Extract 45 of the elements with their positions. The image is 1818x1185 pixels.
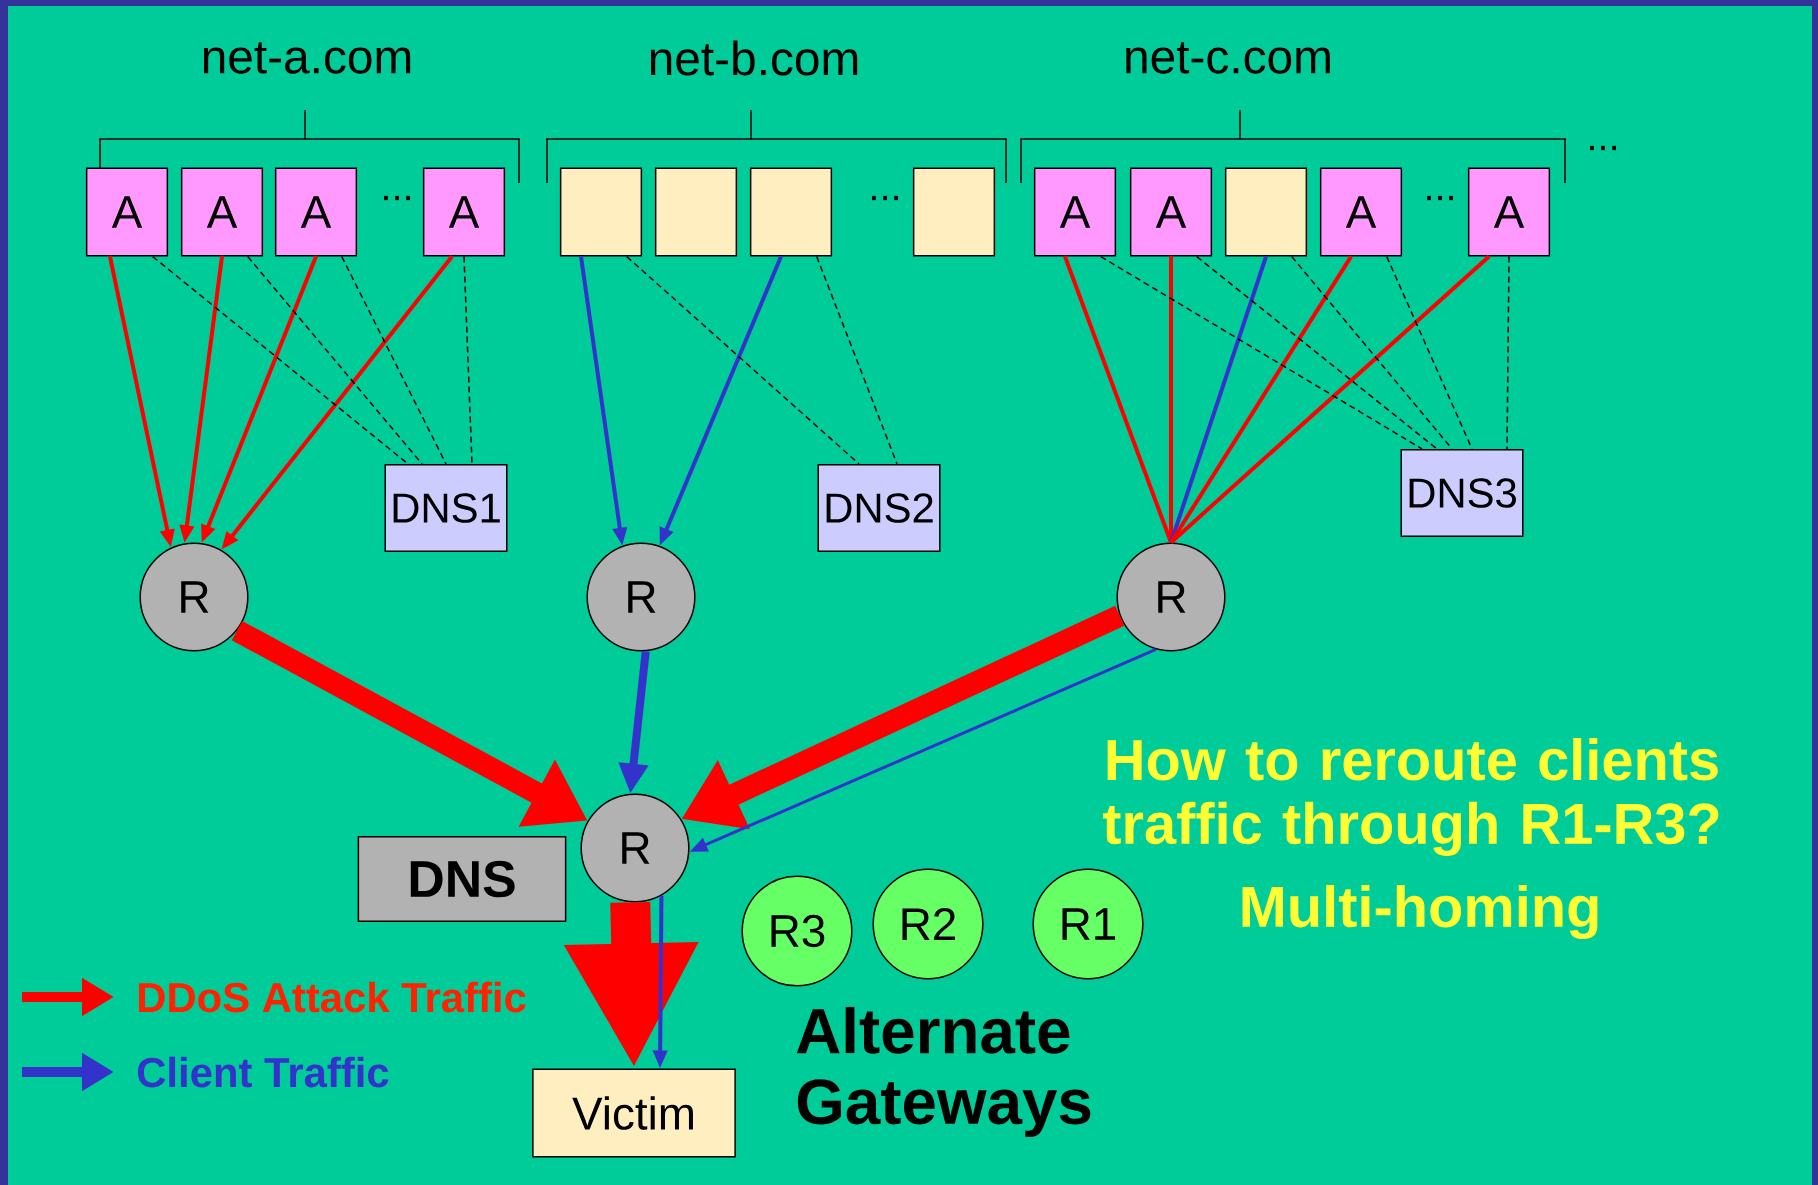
- dashed-line: [1291, 255, 1453, 450]
- connector-line: [1169, 255, 1491, 544]
- dns-server-box: DNS: [357, 835, 567, 923]
- legend-text: Client Traffic: [137, 1056, 389, 1088]
- host-box: [559, 167, 643, 257]
- legend-text: DDoS Attack Traffic: [139, 981, 526, 1013]
- dashed-line: [626, 255, 860, 465]
- dashed-line: [152, 255, 409, 465]
- connector-line: [1063, 255, 1173, 544]
- group-label: net-c.com: [1126, 42, 1330, 74]
- host-box: [1224, 167, 1308, 257]
- host-box: [912, 167, 996, 257]
- host-box: A: [180, 167, 264, 257]
- ellipsis: ...: [1427, 195, 1453, 201]
- dashed-line: [341, 255, 447, 465]
- connector-line: [1169, 256, 1173, 543]
- host-box: A: [1319, 167, 1403, 257]
- ellipsis: ...: [872, 195, 898, 201]
- dashed-line: [1196, 255, 1438, 450]
- dns-box: DNS1: [384, 463, 508, 553]
- ellipsis: ...: [1590, 145, 1616, 151]
- host-box: A: [422, 167, 506, 257]
- host-box: [749, 167, 833, 257]
- group-label: net-a.com: [203, 42, 411, 74]
- dns-box: DNS3: [1400, 448, 1524, 538]
- victim-box: Victim: [532, 1068, 736, 1158]
- dns-box: DNS2: [817, 463, 941, 553]
- dashed-line: [1100, 255, 1423, 450]
- group-label: net-b.com: [650, 40, 858, 76]
- host-box: [654, 167, 738, 257]
- dashed-line: [1506, 255, 1510, 450]
- ellipsis: ...: [384, 195, 410, 201]
- dashed-line: [463, 255, 473, 465]
- question-text: How to reroute clients traffic through R1-R3?: [1102, 738, 1719, 856]
- host-box: A: [1129, 167, 1213, 257]
- host-box: A: [1033, 167, 1117, 257]
- connector-line: [1169, 255, 1353, 544]
- host-box: A: [274, 167, 358, 257]
- answer-text: Multi-homing: [1242, 884, 1598, 940]
- host-box: A: [1467, 167, 1551, 257]
- host-box: A: [85, 167, 169, 257]
- dashed-line: [247, 255, 423, 465]
- caption-text: Alternate Gateways: [796, 1006, 1091, 1138]
- dashed-line: [816, 255, 898, 465]
- dashed-line: [1386, 255, 1473, 450]
